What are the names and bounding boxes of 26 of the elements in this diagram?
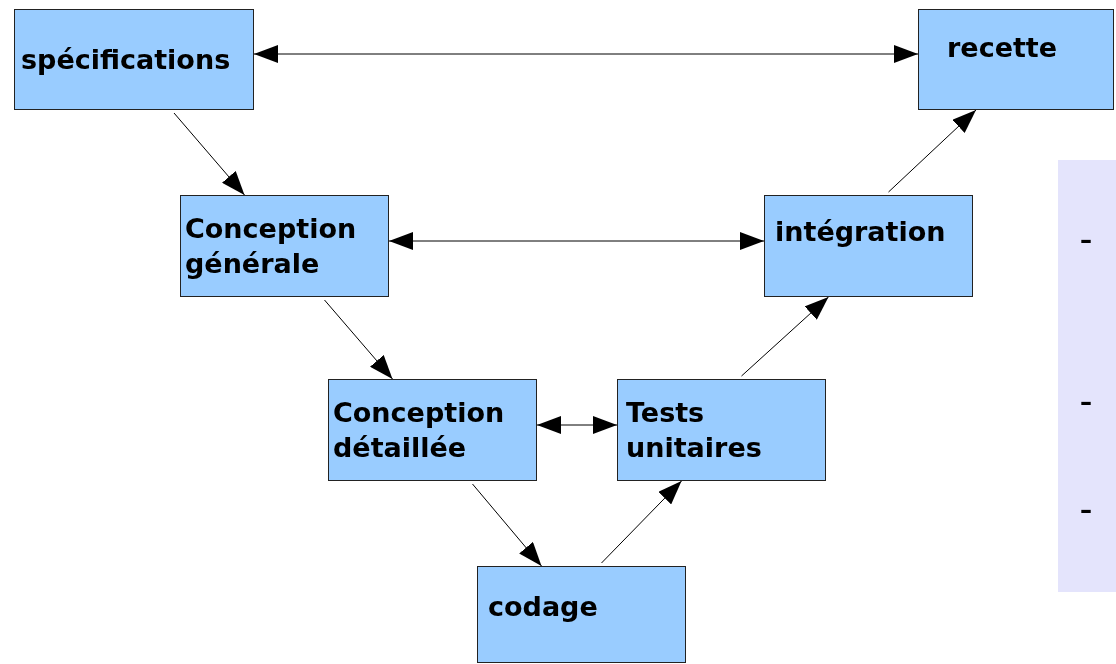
process-box <box>477 566 686 663</box>
box-label: codage <box>488 590 598 624</box>
arrow <box>173 112 245 196</box>
bullet-dash: – <box>1080 228 1092 252</box>
process-box <box>918 9 1114 110</box>
arrow <box>324 299 393 380</box>
arrow <box>601 480 682 564</box>
bullet-dash: – <box>1080 390 1092 414</box>
process-box <box>180 195 389 297</box>
box-label: spécifications <box>21 42 231 77</box>
process-box <box>14 9 254 110</box>
box-label: Tests unitaires <box>626 395 763 465</box>
arrow <box>741 296 829 377</box>
box-label: intégration <box>775 215 946 249</box>
box-label: Conception générale <box>185 211 358 281</box>
box-label: recette <box>947 31 1058 65</box>
arrow <box>888 109 977 193</box>
arrow <box>472 483 542 567</box>
box-label: Conception détaillée <box>333 395 506 465</box>
process-box <box>617 379 826 481</box>
process-box <box>764 195 973 297</box>
arrow <box>253 45 919 63</box>
arrow <box>536 416 618 434</box>
process-box <box>328 379 537 481</box>
bullet-dash: – <box>1080 498 1092 522</box>
arrow <box>388 232 765 250</box>
